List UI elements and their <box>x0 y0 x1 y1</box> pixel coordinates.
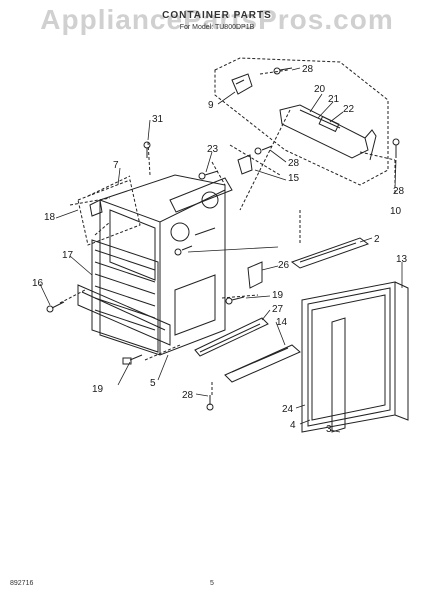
callout-23: 23 <box>207 144 219 155</box>
callout-31: 31 <box>152 114 164 125</box>
callout-14: 14 <box>276 317 288 328</box>
page-number: 5 <box>210 580 214 587</box>
callout-19-right: 19 <box>272 290 284 301</box>
callout-27: 27 <box>272 304 284 315</box>
callout-22: 22 <box>343 104 355 115</box>
door-panel-part <box>301 281 396 433</box>
callout-7: 7 <box>113 160 119 171</box>
latch-clip-part <box>237 154 253 175</box>
control-bar-part <box>279 104 377 161</box>
door-handle-part <box>224 344 301 383</box>
callout-28-bottom: 28 <box>182 390 194 401</box>
callout-5: 5 <box>150 378 156 389</box>
callout-3: 3 <box>326 424 332 435</box>
side-panel-part <box>91 239 159 353</box>
callout-2: 2 <box>374 234 380 245</box>
callout-20: 20 <box>314 84 326 95</box>
callout-28-middle: 28 <box>288 158 300 169</box>
callout-19-left: 19 <box>92 384 104 395</box>
callout-18: 18 <box>44 212 56 223</box>
bracket-clip-part <box>89 199 103 217</box>
screw-parts <box>46 67 400 411</box>
callout-24: 24 <box>282 404 294 415</box>
leader-lines <box>39 67 403 433</box>
hinge-part <box>247 261 263 289</box>
callout-16: 16 <box>32 278 44 289</box>
control-housing-outline <box>214 57 389 186</box>
diagram-code: 892716 <box>10 580 34 587</box>
hinge-bracket-part <box>231 73 253 95</box>
model-subtitle: For Model: TU800DP1B <box>179 24 255 31</box>
callout-13: 13 <box>396 254 408 265</box>
trim-strip-part <box>290 237 370 269</box>
callout-4: 4 <box>290 420 296 431</box>
callout-17: 17 <box>62 250 74 261</box>
callout-26: 26 <box>278 260 290 271</box>
top-trim-part <box>169 177 233 213</box>
callout-15: 15 <box>288 173 300 184</box>
cabinet-frame-part <box>99 174 226 356</box>
callout-10: 10 <box>390 206 402 217</box>
page-title: CONTAINER PARTS <box>162 10 272 21</box>
door-gasket-part <box>331 281 409 433</box>
door-trim-part <box>194 317 269 357</box>
callout-21: 21 <box>328 94 340 105</box>
base-rail-part <box>77 284 171 346</box>
left-bracket-part <box>77 179 141 246</box>
callout-28-right: 28 <box>393 186 405 197</box>
callout-9: 9 <box>208 100 214 111</box>
callout-28-top: 28 <box>302 64 314 75</box>
callout-labels: 28 9 20 21 22 31 23 28 15 7 28 10 18 2 1… <box>32 64 408 435</box>
